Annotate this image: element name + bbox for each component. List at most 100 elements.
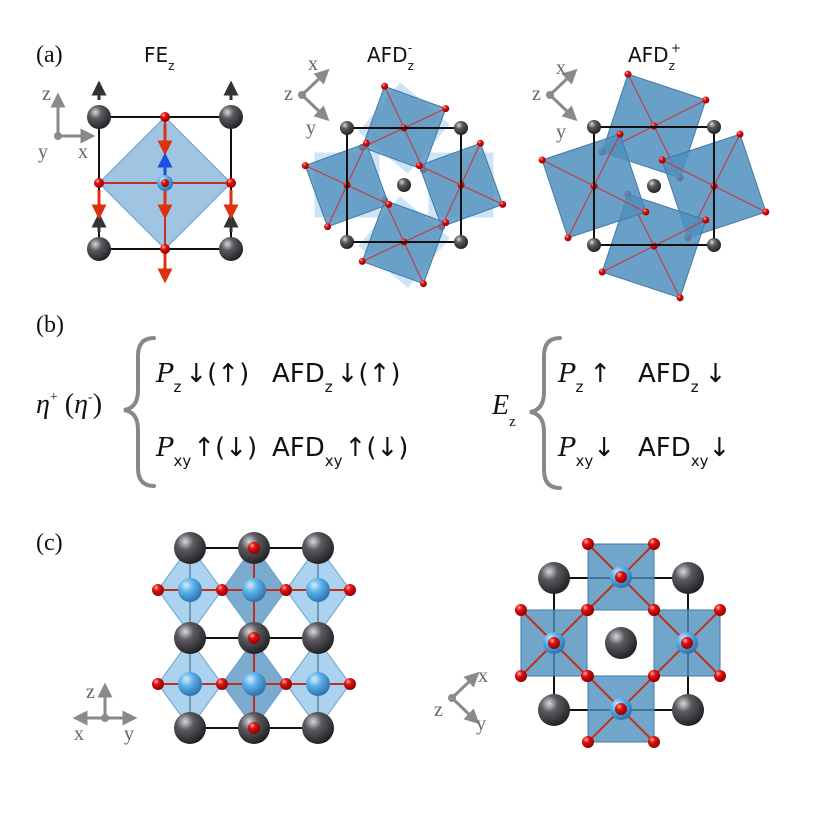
panel-b-label: (b) bbox=[36, 312, 64, 338]
oxygen-atom bbox=[442, 219, 450, 227]
right-brace bbox=[529, 336, 562, 490]
oxygen-atom bbox=[658, 156, 666, 164]
oxygen-atom bbox=[515, 604, 527, 616]
axis-label-x: x bbox=[308, 53, 318, 75]
oxygen-atom bbox=[362, 139, 370, 147]
a-site-atom bbox=[397, 178, 411, 192]
axis-label-x: x bbox=[78, 141, 88, 163]
oxygen-atom bbox=[248, 542, 260, 554]
right-row-2-afd: AFDxy↓ bbox=[638, 433, 730, 470]
b-site-atom bbox=[306, 578, 330, 602]
oxygen-atom bbox=[385, 200, 393, 208]
oxygen-atom bbox=[648, 670, 660, 682]
oxygen-atom bbox=[642, 208, 650, 216]
oxygen-atom bbox=[564, 234, 572, 242]
oxygen-atom bbox=[216, 678, 228, 690]
a-site-atom bbox=[707, 120, 721, 134]
a-site-atom bbox=[302, 622, 334, 654]
panel-a-label: (a) bbox=[36, 42, 63, 68]
oxygen-atom bbox=[161, 179, 169, 187]
left-brace bbox=[123, 336, 156, 488]
oxygen-atom bbox=[344, 584, 356, 596]
oxygen-atom bbox=[538, 156, 546, 164]
oxygen-atom bbox=[681, 637, 693, 649]
b-site-atom bbox=[242, 578, 266, 602]
afd-minus-unit-cell bbox=[346, 127, 462, 243]
title-afd-plus: AFDz+ bbox=[628, 41, 681, 73]
afd-plus-unit-cell bbox=[593, 126, 715, 246]
a-site-atom bbox=[174, 532, 206, 564]
a-site-atom bbox=[605, 627, 637, 659]
axis-label-y: y bbox=[556, 121, 566, 143]
oxygen-atom bbox=[581, 604, 593, 616]
oxygen-atom bbox=[714, 670, 726, 682]
a-site-atom bbox=[87, 105, 111, 129]
oxygen-atom bbox=[152, 678, 164, 690]
left-row-2-afd: AFDxy↑(↓) bbox=[272, 433, 408, 470]
a-site-atom bbox=[672, 562, 704, 594]
a-site-atom bbox=[219, 105, 243, 129]
a-site-atom bbox=[219, 237, 243, 261]
oxygen-atom bbox=[616, 130, 624, 138]
oxygen-atom bbox=[624, 70, 632, 78]
axes-afd-plus: x y z bbox=[532, 57, 578, 143]
fe-structure bbox=[87, 80, 243, 284]
a-site-atom bbox=[538, 562, 570, 594]
oxygen-atom bbox=[762, 208, 770, 216]
oxygen-atom bbox=[648, 736, 660, 748]
oxygen-atom bbox=[736, 130, 744, 138]
ez-expression: Ez bbox=[491, 390, 516, 430]
a-site-atom bbox=[538, 694, 570, 726]
oxygen-atom bbox=[702, 216, 710, 224]
axis-label-y: y bbox=[38, 141, 48, 163]
oxygen-atom bbox=[476, 139, 484, 147]
a-site-atom bbox=[302, 712, 334, 744]
oxygen-atom bbox=[358, 257, 366, 265]
a-site-atom bbox=[340, 235, 354, 249]
oxygen-atom bbox=[615, 571, 627, 583]
oxygen-atom bbox=[344, 678, 356, 690]
a-site-atom bbox=[87, 237, 111, 261]
b-site-atom bbox=[178, 672, 202, 696]
axis-label-z: z bbox=[434, 699, 443, 721]
top-view-structure bbox=[515, 538, 726, 748]
oxygen-atom bbox=[415, 162, 423, 170]
oxygen-atom bbox=[582, 736, 594, 748]
oxygen-atom bbox=[248, 632, 260, 644]
title-afd-minus: AFDz- bbox=[367, 41, 414, 73]
right-row-1-p: Pz↑ bbox=[557, 359, 611, 396]
oxygen-atom bbox=[280, 584, 292, 596]
b-site-atom bbox=[306, 672, 330, 696]
axis-label-y: y bbox=[306, 117, 316, 139]
axis-label-y: y bbox=[476, 713, 486, 735]
axes-side-view: z x y bbox=[72, 681, 138, 745]
oxygen-atom bbox=[582, 538, 594, 550]
oxygen-atom bbox=[702, 96, 710, 104]
oxygen-atom bbox=[615, 703, 627, 715]
panel-c-label: (c) bbox=[36, 530, 63, 556]
a-site-atom bbox=[302, 532, 334, 564]
a-site-atom bbox=[340, 121, 354, 135]
oxygen-atom bbox=[160, 244, 170, 254]
left-row-1-afd: AFDz↓(↑) bbox=[272, 359, 401, 396]
oxygen-atom bbox=[676, 294, 684, 302]
a-site-atom bbox=[672, 694, 704, 726]
a-site-atom bbox=[647, 179, 661, 193]
oxygen-atom bbox=[301, 162, 309, 170]
axis-label-y: y bbox=[124, 723, 134, 745]
oxygen-atom bbox=[648, 538, 660, 550]
b-site-atom bbox=[242, 672, 266, 696]
side-view-structure bbox=[152, 532, 356, 744]
right-row-2-p: Pxy↓ bbox=[557, 433, 615, 470]
oxygen-atom bbox=[714, 604, 726, 616]
axis-label-z: z bbox=[532, 83, 541, 105]
axis-label-x: x bbox=[478, 665, 488, 687]
eta-expression: η+ (η-) bbox=[36, 389, 102, 420]
title-fe: FEz bbox=[144, 43, 174, 73]
axis-label-z: z bbox=[86, 681, 95, 703]
axis-label-z: z bbox=[284, 83, 293, 105]
oxygen-atom bbox=[248, 722, 260, 734]
axes-fe: z x y bbox=[38, 83, 96, 163]
oxygen-atom bbox=[499, 200, 507, 208]
